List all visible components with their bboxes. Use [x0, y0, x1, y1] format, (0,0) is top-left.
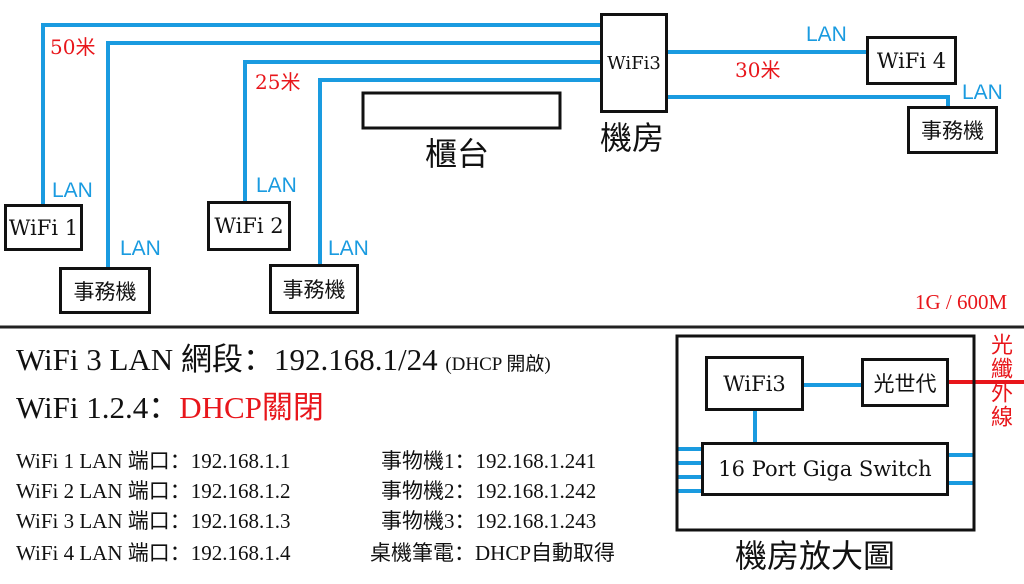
counter-label: 櫃台 [425, 135, 490, 173]
wifi1-label: WiFi 1 [8, 215, 79, 240]
device-ip: 事物機1：192.168.1.241 [381, 449, 597, 473]
lan-label: LAN [806, 23, 847, 46]
switch-label: 16 Port Giga Switch [718, 457, 932, 481]
subnet-line: WiFi 3 LAN 網段：192.168.1/24 (DHCP 開啟) [16, 344, 551, 375]
lan-label: LAN [256, 174, 297, 197]
isp-node: 光世代 [861, 358, 949, 407]
lan-label: LAN [120, 237, 161, 260]
port-ip: WiFi 2 LAN 端口：192.168.1.2 [16, 479, 291, 503]
server-room-label: 機房 [600, 119, 665, 157]
fiber-label: 光纖外線 [987, 333, 1012, 429]
subnet-value: 192.168.1/24 [273, 342, 438, 377]
wifi3-node: WiFi3 [600, 13, 668, 113]
device-ip: 事物機2：192.168.1.242 [381, 479, 597, 503]
zoom-caption: 機房放大圖 [735, 537, 896, 575]
cable-wifi1 [41, 23, 602, 206]
wifi2-label: WiFi 2 [214, 214, 284, 238]
cable-office-right [666, 95, 950, 108]
isp-label: 光世代 [873, 371, 937, 396]
server-room-frame [675, 334, 976, 532]
wifi4-label: WiFi 4 [876, 48, 947, 73]
office-right-node: 事務機 [907, 106, 998, 154]
cable-wifi2 [243, 60, 602, 203]
port-ip: WiFi 4 LAN 端口：192.168.1.4 [16, 541, 291, 565]
port-ip: WiFi 1 LAN 端口：192.168.1.1 [16, 449, 291, 473]
distance-30m: 30米 [735, 58, 781, 82]
bandwidth-label: 1G / 600M [915, 290, 1008, 314]
zoom-wifi3-node: WiFi3 [705, 356, 804, 411]
wifi1-node: WiFi 1 [4, 204, 83, 251]
lan-label: LAN [328, 237, 369, 260]
distance-25m: 25米 [255, 70, 301, 94]
cable-office2 [318, 78, 602, 266]
wifi2-node: WiFi 2 [207, 201, 291, 251]
office-right-label: 事務機 [921, 119, 984, 143]
port-ip: WiFi 3 LAN 端口：192.168.1.3 [16, 509, 291, 533]
device-ip: 桌機筆電：DHCP自動取得 [370, 541, 616, 565]
dhcp-on-note: (DHCP 開啟) [445, 354, 551, 375]
wifi3-label: WiFi3 [607, 52, 661, 74]
office1-label: 事務機 [73, 279, 137, 304]
switch-node: 16 Port Giga Switch [701, 442, 949, 496]
device-ip: 事物機3：192.168.1.243 [381, 509, 597, 533]
office2-label: 事務機 [282, 278, 346, 302]
wifi4-node: WiFi 4 [866, 36, 957, 85]
cable-office1 [106, 41, 602, 268]
lan-label: LAN [962, 81, 1003, 104]
office2-node: 事務機 [269, 264, 359, 314]
subnet-label: WiFi 3 LAN 網段： [16, 342, 274, 377]
counter-shape [361, 91, 562, 130]
dhcp-label: WiFi 1.2.4： [16, 390, 180, 425]
office1-node: 事務機 [59, 267, 151, 314]
lan-label: LAN [52, 179, 93, 202]
dhcp-off-value: DHCP關閉 [179, 390, 324, 425]
zoom-wifi3-label: WiFi3 [723, 371, 786, 396]
dhcp-line: WiFi 1.2.4：DHCP關閉 [16, 392, 324, 423]
distance-50m: 50米 [50, 35, 96, 59]
